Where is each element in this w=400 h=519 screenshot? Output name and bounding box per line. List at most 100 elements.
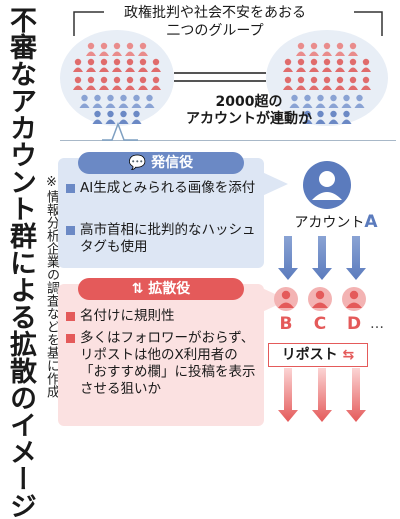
- person-icon: [296, 42, 306, 56]
- person-icon: [86, 42, 96, 56]
- person-icon: [99, 76, 109, 90]
- people-icons: [73, 42, 371, 124]
- down-arrow-icon: [346, 368, 366, 422]
- caption-bracket: [73, 11, 383, 36]
- person-icon: [335, 42, 345, 56]
- repost-label: リポスト: [281, 347, 338, 363]
- down-arrow-icon: [346, 236, 366, 280]
- person-icon: [86, 76, 96, 90]
- origin-item-1: AI生成とみられる画像を添付: [66, 180, 258, 197]
- person-icon: [125, 58, 135, 72]
- square-bullet-icon: [66, 184, 75, 193]
- person-icon: [335, 76, 345, 90]
- person-icon: [112, 58, 122, 72]
- downward-arrows-bottom: [278, 368, 366, 422]
- follower-label-c: C: [313, 314, 327, 334]
- person-icon: [138, 76, 148, 90]
- person-icon: [112, 42, 122, 56]
- down-arrow-icon: [278, 368, 298, 422]
- link-caption-line-1: 2000超の: [215, 94, 283, 110]
- follower-label-d: D: [346, 314, 362, 334]
- person-icon: [348, 42, 358, 56]
- down-arrow-icon: [312, 236, 332, 280]
- person-icon: [354, 94, 365, 108]
- person-icon: [283, 76, 293, 90]
- account-a-letter: A: [364, 212, 378, 232]
- spread-role-title: 拡散役: [148, 281, 191, 297]
- square-bullet-icon: [66, 334, 75, 343]
- person-icon: [296, 58, 306, 72]
- divider: [60, 140, 396, 141]
- person-icon: [322, 58, 332, 72]
- account-a-label: アカウントA: [286, 212, 386, 232]
- origin-item-2-text: 高市首相に批判的なハッシュタグも使用: [80, 222, 256, 255]
- link-caption-line-2: アカウントが連動か: [186, 111, 312, 127]
- account-a-prefix: アカウント: [294, 215, 365, 231]
- follower-label-b: B: [279, 314, 293, 334]
- origin-item-1-text: AI生成とみられる画像を添付: [80, 180, 256, 196]
- account-a-avatar-icon: [303, 161, 351, 209]
- person-icon: [328, 94, 339, 108]
- downward-arrows-top: [278, 236, 366, 280]
- origin-role-title: 発信役: [151, 155, 194, 171]
- person-icon: [341, 110, 352, 124]
- person-icon: [361, 76, 371, 90]
- top-caption-line-1: 政権批判や社会不安をあおる: [124, 5, 306, 21]
- person-icon: [335, 58, 345, 72]
- spread-item-2-text: 多くはフォロワーがおらず、リポストは他のX利用者の「おすすめ欄」に投稿を表示させ…: [80, 330, 256, 397]
- person-icon: [328, 110, 339, 124]
- top-caption: 政権批判や社会不安をあおる 二つのグループ: [80, 4, 350, 40]
- chat-bubble-icon: 💬: [128, 155, 152, 171]
- person-icon: [144, 94, 155, 108]
- person-icon: [92, 94, 103, 108]
- person-icon: [105, 94, 116, 108]
- person-icon: [296, 76, 306, 90]
- person-icon: [302, 110, 313, 124]
- down-arrow-icon: [278, 236, 298, 280]
- person-icon: [151, 76, 161, 90]
- person-icon: [309, 42, 319, 56]
- person-icon: [309, 76, 319, 90]
- spread-item-2: 多くはフォロワーがおらず、リポストは他のX利用者の「おすすめ欄」に投稿を表示させ…: [66, 330, 258, 398]
- person-icon: [105, 110, 116, 124]
- source-note: ※情報分析企業の調査などを基に作成: [44, 175, 59, 398]
- connection-line-2: [174, 80, 266, 82]
- connection-line-1: [174, 72, 266, 74]
- person-icon: [348, 76, 358, 90]
- person-icon: [125, 42, 135, 56]
- person-icon: [361, 58, 371, 72]
- origin-role-box: 💬 発信役 AI生成とみられる画像を添付 高市首相に批判的なハッシュタグも使用: [58, 152, 264, 268]
- person-icon: [289, 94, 300, 108]
- person-icon: [341, 94, 352, 108]
- follower-person-icon: [274, 287, 298, 311]
- person-icon: [302, 94, 313, 108]
- square-bullet-icon: [66, 312, 75, 321]
- origin-role-header: 💬 発信役: [78, 152, 244, 174]
- person-icon: [138, 42, 148, 56]
- down-arrow-icon: [312, 368, 332, 422]
- spread-item-1: 名付けに規則性: [66, 308, 258, 325]
- spread-role-header: ⇅ 拡散役: [78, 278, 244, 300]
- person-icon: [73, 58, 83, 72]
- follower-avatar-icons: [274, 287, 366, 311]
- person-icon: [99, 42, 109, 56]
- divider-notch: [102, 121, 138, 141]
- person-icon: [92, 110, 103, 124]
- person-icon: [309, 58, 319, 72]
- person-icon: [125, 76, 135, 90]
- person-icon: [79, 94, 90, 108]
- person-icon: [315, 110, 326, 124]
- person-icon: [86, 58, 96, 72]
- person-icon: [151, 58, 161, 72]
- square-bullet-icon: [66, 226, 75, 235]
- ellipsis: …: [370, 316, 384, 332]
- link-caption: 2000超の アカウントが連動か: [175, 94, 323, 128]
- person-icon: [118, 94, 129, 108]
- origin-item-2: 高市首相に批判的なハッシュタグも使用: [66, 222, 258, 256]
- person-icon: [131, 110, 142, 124]
- repost-arrows-icon: ⇅: [131, 281, 149, 297]
- follower-person-icon: [308, 287, 332, 311]
- person-icon: [315, 94, 326, 108]
- person-icon: [99, 58, 109, 72]
- follower-person-icon: [342, 287, 366, 311]
